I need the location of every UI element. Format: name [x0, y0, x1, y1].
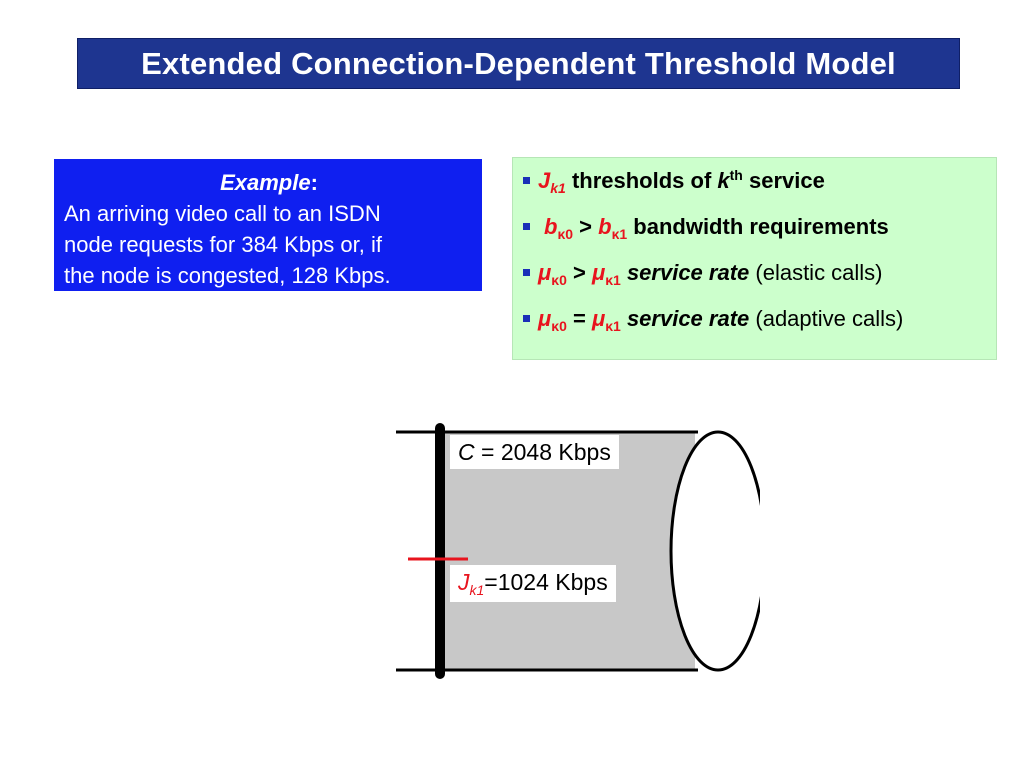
example-heading-colon: : — [310, 170, 318, 195]
greater-operator: > — [573, 214, 599, 239]
mu0-symbol: μ — [538, 260, 552, 285]
threshold-subscript: k1 — [550, 180, 566, 196]
threshold-label: Jk1=1024 Kbps — [450, 565, 616, 602]
service-rate-text: service rate — [620, 306, 750, 331]
cylinder-graphic — [396, 423, 767, 679]
threshold-label-value: =1024 Kbps — [484, 569, 608, 595]
equals-operator: = — [566, 306, 592, 331]
mu0-symbol: μ — [538, 306, 552, 331]
mu0-subscript: κ0 — [551, 318, 567, 334]
cylinder-body — [440, 432, 695, 670]
title-bar: Extended Connection-Dependent Threshold … — [77, 38, 960, 89]
mu0-subscript: κ0 — [551, 272, 567, 288]
threshold-label-symbol: J — [458, 569, 470, 595]
elastic-calls-text: (elastic calls) — [749, 260, 883, 285]
service-rate-text: service rate — [620, 260, 750, 285]
mu1-symbol: μ — [591, 306, 606, 331]
threshold-label-subscript: k1 — [469, 582, 485, 598]
bullet-square-icon — [523, 315, 530, 322]
mu1-subscript: κ1 — [605, 318, 621, 334]
k-symbol: k — [717, 168, 730, 193]
slide-title: Extended Connection-Dependent Threshold … — [141, 45, 896, 81]
bullet-square-icon — [523, 177, 530, 184]
cylinder-end-ellipse — [669, 430, 767, 672]
adaptive-calls-text: (adaptive calls) — [749, 306, 904, 331]
capacity-symbol: C — [458, 439, 475, 465]
b0-symbol: b — [544, 214, 558, 239]
bullet-square-icon — [523, 269, 530, 276]
b1-symbol: b — [598, 214, 612, 239]
mu1-symbol: μ — [591, 260, 606, 285]
example-line-1: An arriving video call to an ISDN — [64, 201, 381, 226]
service-text: service — [742, 168, 825, 193]
threshold-symbol: J — [538, 168, 551, 193]
capacity-label: C = 2048 Kbps — [450, 435, 619, 469]
bullet-square-icon — [523, 223, 530, 230]
greater-operator: > — [566, 260, 592, 285]
b1-subscript: κ1 — [611, 226, 628, 242]
example-line-2: node requests for 384 Kbps or, if — [64, 232, 382, 257]
example-heading-word: Example — [220, 170, 311, 195]
example-line-3: the node is congested, 128 Kbps. — [64, 263, 391, 288]
example-heading: Example: — [64, 167, 474, 198]
example-box: Example: An arriving video call to an IS… — [54, 159, 482, 291]
mu1-subscript: κ1 — [605, 272, 621, 288]
thresholds-text: thresholds of — [565, 168, 718, 193]
link-capacity-diagram: C = 2048 Kbps Jk1=1024 Kbps — [380, 420, 767, 690]
k-superscript: th — [729, 167, 743, 183]
capacity-value: = 2048 Kbps — [474, 439, 611, 465]
b0-subscript: κ0 — [557, 226, 574, 242]
bandwidth-text: bandwidth requirements — [627, 214, 889, 239]
